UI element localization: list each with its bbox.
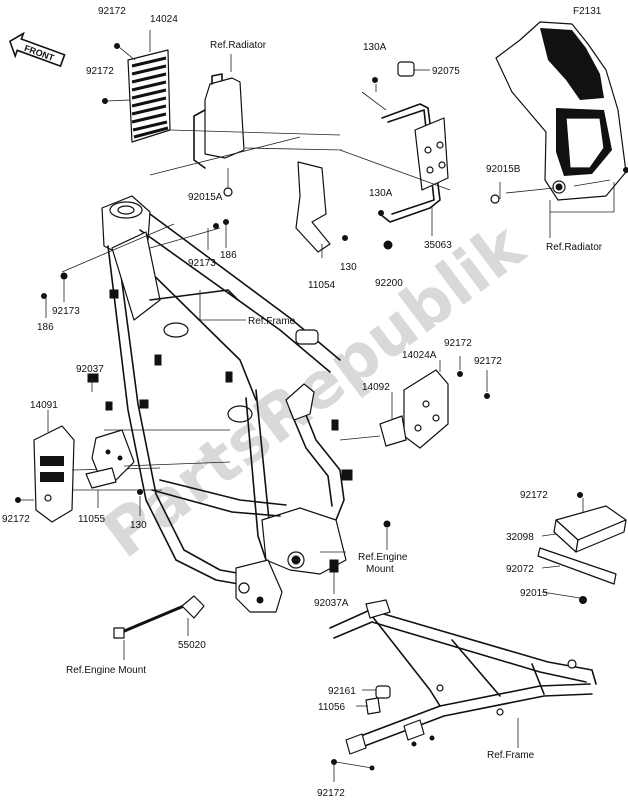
label-ref-engine-mount-left: Ref.Engine Mount: [66, 665, 146, 676]
label-ref-frame-top: Ref.Frame: [248, 316, 296, 327]
label-92072: 92072: [506, 564, 534, 575]
label-11054: 11054: [308, 280, 336, 291]
label-ref-engine-mount-right-1: Ref.Engine: [358, 552, 408, 563]
label-92015B: 92015B: [486, 164, 521, 175]
label-92172-b: 92172: [86, 66, 114, 77]
label-11055: 11055: [78, 514, 106, 525]
label-ref-frame-bottom: Ref.Frame: [487, 750, 535, 761]
label-92015A: 92015A: [188, 192, 223, 203]
radiator-shroud-ref: [495, 21, 628, 201]
label-ref-radiator-right: Ref.Radiator: [546, 242, 603, 253]
label-ref-radiator-top: Ref.Radiator: [210, 40, 267, 51]
label-130-b: 130: [130, 520, 147, 531]
label-92173-a: 92173: [188, 258, 216, 269]
bracket-11054: [295, 161, 348, 258]
label-92172-d: 92172: [474, 356, 502, 367]
label-92172-g: 92172: [317, 788, 345, 799]
label-14091: 14091: [30, 400, 58, 411]
label-130A-top: 130A: [363, 42, 387, 53]
label-92200: 92200: [375, 278, 403, 289]
bracket-14092: [379, 415, 407, 447]
label-186-b: 186: [37, 322, 54, 333]
box-32098: [537, 492, 627, 604]
label-14092: 14092: [362, 382, 390, 393]
label-14024A: 14024A: [402, 350, 437, 361]
label-130-a: 130: [340, 262, 357, 273]
collar-92161: [365, 685, 391, 715]
label-92173-b: 92173: [52, 306, 80, 317]
label-35063: 35063: [424, 240, 452, 251]
label-92037A: 92037A: [314, 598, 349, 609]
subframe-ref: [329, 599, 597, 771]
label-32098: 32098: [506, 532, 534, 543]
engine-mount-bolt: [113, 595, 205, 639]
label-92172-a: 92172: [98, 6, 126, 17]
label-92172-e: 92172: [2, 514, 30, 525]
bolt-92037A: [329, 559, 339, 573]
label-14024: 14024: [150, 14, 178, 25]
label-92037: 92037: [76, 364, 104, 375]
main-frame-ref: [101, 195, 353, 613]
label-11056: 11056: [318, 702, 346, 713]
bracket-35063: [372, 61, 500, 250]
label-92075: 92075: [432, 66, 460, 77]
radiator-guard-14024: [102, 43, 171, 143]
guard-14091: [15, 425, 75, 523]
label-ref-engine-mount-right-2: Mount: [366, 564, 394, 575]
label-92161: 92161: [328, 686, 356, 697]
label-92172-f: 92172: [520, 490, 548, 501]
label-92015: 92015: [520, 588, 548, 599]
label-55020: 55020: [178, 640, 206, 651]
label-186-a: 186: [220, 250, 237, 261]
label-92172-c: 92172: [444, 338, 472, 349]
figure-code: F2131: [573, 6, 602, 17]
guard-14024A: [403, 369, 449, 449]
bracket-11055: [85, 373, 143, 495]
front-arrow-badge: FRONT: [8, 31, 66, 68]
label-130A-mid: 130A: [369, 188, 393, 199]
radiator-reservoir-ref: [193, 54, 245, 197]
